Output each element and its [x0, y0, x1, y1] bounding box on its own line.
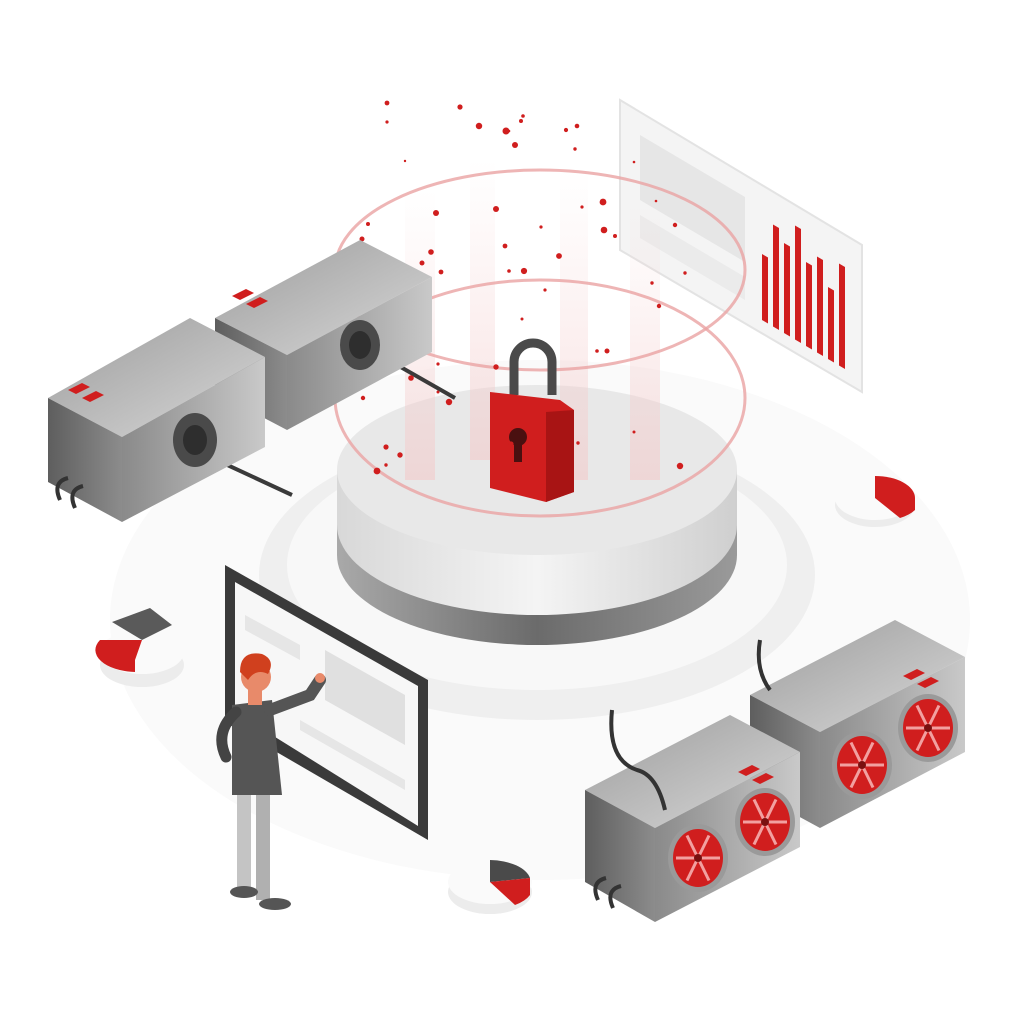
particle-dot	[502, 243, 508, 249]
particle-dot	[521, 114, 525, 118]
particle-dot	[632, 430, 636, 434]
padlock-icon	[490, 338, 574, 502]
particle-dot	[359, 236, 365, 242]
particle-dot	[475, 122, 483, 130]
particle-dot	[408, 375, 414, 381]
particle-dot	[502, 127, 510, 135]
particle-dot	[385, 120, 389, 124]
particle-dot	[397, 452, 403, 458]
particle-dot	[556, 253, 562, 259]
particle-dot	[519, 119, 523, 123]
pie-chart-icon	[448, 860, 532, 914]
particle-dot	[436, 362, 440, 366]
particle-dot	[512, 142, 518, 148]
particle-dot	[683, 271, 687, 275]
fan-icon	[898, 694, 958, 762]
fan-icon	[832, 731, 892, 799]
person-figure	[216, 653, 326, 910]
particle-dot	[650, 281, 654, 285]
panel-bar	[806, 262, 812, 350]
pie-chart-icon	[835, 476, 915, 527]
particle-dot	[595, 349, 599, 353]
particle-dot	[419, 260, 425, 266]
particle-dot	[573, 147, 577, 151]
particle-dot	[493, 206, 499, 212]
particle-dot	[576, 441, 580, 445]
server-bottom-front	[585, 709, 800, 922]
particle-dot	[600, 226, 608, 234]
data-panel	[619, 98, 863, 394]
bar-chart-icon	[762, 224, 845, 369]
particle-dot	[384, 463, 388, 467]
particle-dot	[672, 222, 678, 228]
particle-dot	[438, 269, 444, 275]
particle-dot	[433, 210, 439, 216]
particle-dot	[366, 222, 370, 226]
fan-icon	[735, 788, 795, 856]
particle-dot	[508, 441, 514, 447]
particle-dot	[383, 444, 389, 450]
panel-bar	[773, 224, 779, 330]
panel-bar	[784, 243, 790, 337]
particle-dot	[654, 199, 658, 203]
monitor-icon	[225, 565, 428, 840]
particle-dot	[520, 267, 528, 275]
particle-dot	[599, 198, 607, 206]
panel-bar	[795, 225, 801, 343]
particle-dot	[373, 467, 381, 475]
particle-dot	[656, 303, 662, 309]
particle-dot	[436, 390, 440, 394]
particle-dot	[445, 398, 453, 406]
particle-dot	[428, 249, 434, 255]
particle-dot	[613, 234, 617, 238]
server-top-front	[48, 318, 265, 522]
particle-dot	[604, 348, 610, 354]
particle-dot	[574, 123, 580, 129]
particle-dot	[457, 104, 463, 110]
panel-bar	[762, 254, 768, 324]
particle-dot	[403, 159, 407, 163]
particle-dot	[360, 395, 366, 401]
particle-dot	[507, 269, 511, 273]
particle-dot	[543, 288, 547, 292]
particle-dot	[539, 225, 543, 229]
server-top-back	[215, 240, 432, 430]
particle-dot	[563, 127, 569, 133]
server-bottom-back	[750, 620, 965, 828]
panel-bar	[839, 263, 845, 369]
fan-icon	[668, 824, 728, 892]
pie-chart-icon	[95, 608, 184, 687]
particle-dot	[676, 462, 684, 470]
panel-bar	[817, 256, 823, 356]
data-particles	[359, 100, 687, 475]
particle-dot	[520, 317, 524, 321]
particle-dot	[580, 205, 584, 209]
particle-dot	[384, 100, 390, 106]
particle-dot	[632, 160, 636, 164]
panel-bar	[828, 287, 834, 363]
particle-dot	[493, 364, 499, 370]
